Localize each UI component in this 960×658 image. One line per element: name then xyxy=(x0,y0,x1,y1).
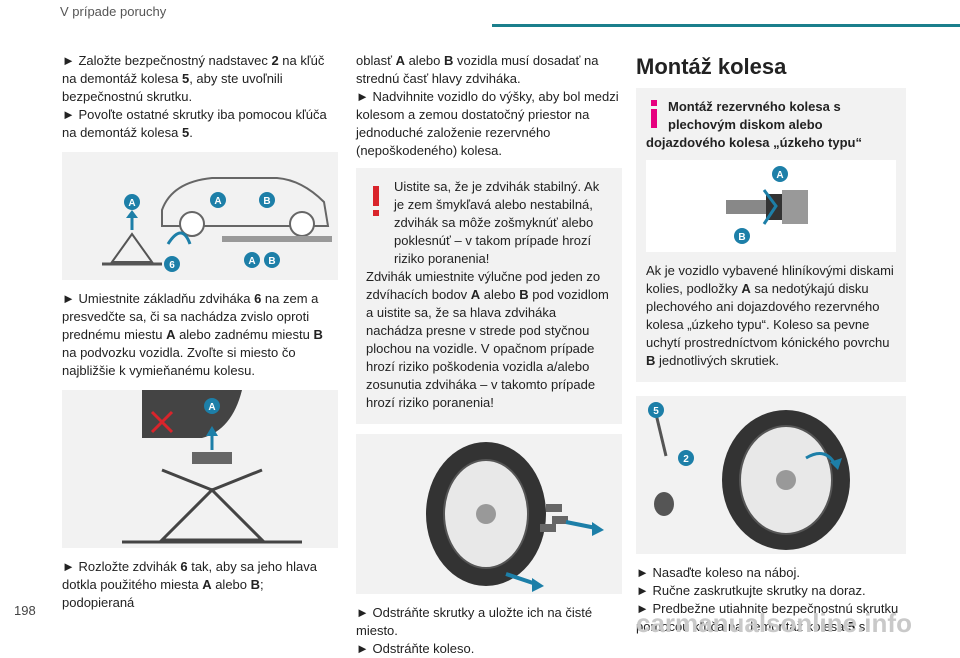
step-paragraph: ► Povoľte ostatné skrutky iba pomocou kľ… xyxy=(62,107,327,140)
section-heading: Montáž kolesa xyxy=(636,54,787,79)
label-a: A xyxy=(208,402,215,413)
info-text: Ak je vozidlo vybavené hliníkovými diska… xyxy=(646,263,894,368)
wheel-mounting-figure: 5 2 xyxy=(636,396,906,554)
wheel-removal-illustration xyxy=(426,442,604,592)
step-paragraph: ► Odstráňte koleso. xyxy=(356,641,475,656)
step-paragraph: ► Ručne zaskrutkujte skrutky na doraz. xyxy=(636,583,866,598)
column-right: Montáž kolesa Montáž rezervného kolesa s… xyxy=(636,52,906,636)
label-6: 6 xyxy=(169,260,175,271)
warning-text: Zdvihák umiestnite výlučne pod jeden zo … xyxy=(366,269,609,410)
jack-placement-figure: A A B 6 A B xyxy=(62,152,338,280)
label-2: 2 xyxy=(683,454,689,465)
info-icon xyxy=(651,100,657,128)
step-paragraph: ► Predbežne utiahnite bezpečnostnú skrut… xyxy=(636,601,899,634)
column-left: ► Založte bezpečnostný nadstavec 2 na kľ… xyxy=(62,52,338,612)
step-paragraph: ► Založte bezpečnostný nadstavec 2 na kľ… xyxy=(62,53,325,104)
step-paragraph: ► Nasaďte koleso na náboj. xyxy=(636,565,800,580)
info-title: dojazdového kolesa „úzkeho typu“ xyxy=(646,135,862,150)
step-paragraph: ► Odstráňte skrutky a uložte ich na čist… xyxy=(356,605,593,638)
warning-text: Uistite sa, že je zdvihák stabilný. Ak j… xyxy=(394,179,600,266)
label-b: B xyxy=(263,196,270,207)
jack-placement-illustration: A A B 6 A B xyxy=(102,177,332,272)
bolt-illustration: A B xyxy=(726,166,808,244)
bolt-figure: A B xyxy=(646,160,896,252)
step-paragraph: oblasť A alebo B vozidla musí dosadať na… xyxy=(356,53,599,86)
label-b: B xyxy=(738,232,745,243)
warning-box: Uistite sa, že je zdvihák stabilný. Ak j… xyxy=(356,168,622,424)
wheel-removal-figure xyxy=(356,434,622,594)
info-title: Montáž rezervného kolesa s plechovým dis… xyxy=(668,99,841,132)
label-a: A xyxy=(214,196,221,207)
jack-lift-illustration: A xyxy=(122,390,302,544)
column-middle: oblasť A alebo B vozidla musí dosadať na… xyxy=(356,52,622,658)
section-title: V prípade poruchy xyxy=(60,4,167,19)
step-paragraph: ► Nadvihnite vozidlo do výšky, aby bol m… xyxy=(356,89,619,158)
label-b: B xyxy=(268,256,275,267)
watermark: carmanualsonline.info xyxy=(636,608,912,638)
header-accent-bar xyxy=(492,24,960,27)
info-box: Montáž rezervného kolesa s plechovým dis… xyxy=(636,88,906,382)
step-paragraph: ► Umiestnite základňu zdviháka 6 na zem … xyxy=(62,291,323,378)
label-a: A xyxy=(776,170,783,181)
wheel-mounting-illustration: 5 2 xyxy=(648,402,850,550)
page-number: 198 xyxy=(14,603,36,618)
step-paragraph: ► Rozložte zdvihák 6 tak, aby sa jeho hl… xyxy=(62,559,317,610)
jack-lift-figure: A xyxy=(62,390,338,548)
warning-icon xyxy=(373,186,379,216)
label-5: 5 xyxy=(653,406,659,417)
label-a: A xyxy=(248,256,255,267)
label-a: A xyxy=(128,198,135,209)
